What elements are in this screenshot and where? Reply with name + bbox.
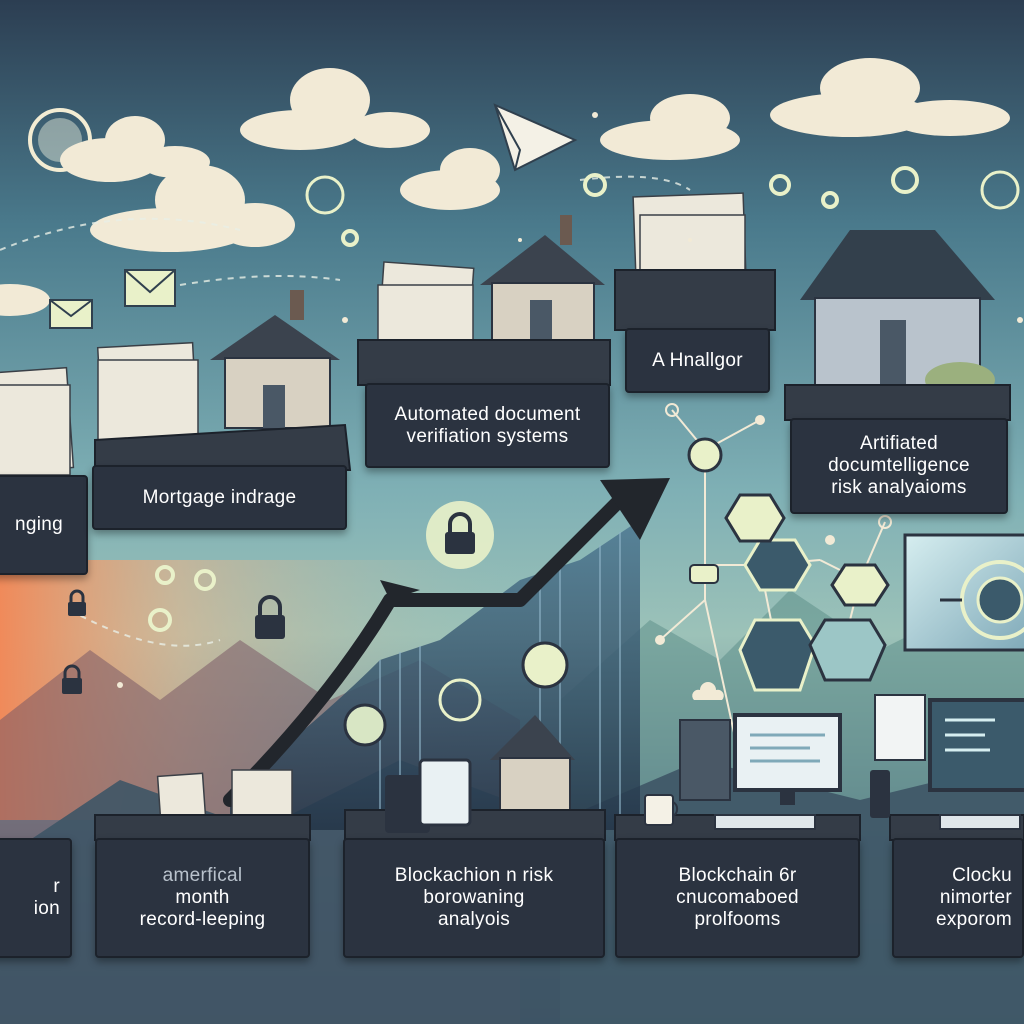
label-text: Mortgage indrage: [142, 486, 297, 508]
label-halgor: A Hnallgor: [625, 328, 770, 393]
cloud-icon: [240, 68, 430, 150]
envelope-icon: [124, 269, 176, 307]
label-text: ion: [33, 898, 60, 919]
cloud-icon: [0, 284, 50, 316]
network-node-icon: [830, 563, 890, 607]
tablet-icon: [385, 758, 472, 833]
network-node-icon: [738, 618, 817, 692]
house-icon: [210, 290, 340, 429]
label-text: Blockachion n risk: [394, 865, 554, 887]
padlock-icon: [62, 664, 82, 694]
label-text: amerfical: [162, 865, 243, 887]
document-stack-icon: [96, 341, 199, 446]
padlock-icon: [255, 595, 285, 639]
label-left-top: nging: [0, 475, 88, 575]
gear-icon: [583, 173, 607, 197]
label-text: cnucomaboed: [676, 887, 799, 909]
label-blockchain-risk: Blockachion n risk borowaning analyois: [343, 838, 605, 958]
label-text: nging: [15, 514, 63, 536]
label-text: prolfooms: [694, 908, 781, 930]
label-automated: Automated document verifiation systems: [365, 383, 610, 468]
cloud-icon: [60, 116, 210, 182]
gear-icon: [821, 191, 839, 209]
coffee-cup-icon: [644, 794, 679, 826]
gear-icon: [305, 175, 345, 215]
computer-monitor-icon: [870, 694, 1024, 830]
label-text: r: [53, 876, 60, 898]
label-clock: Clocku nimorter exporom: [892, 838, 1024, 958]
clouds: [0, 58, 1010, 316]
network-node-icon: [743, 538, 812, 592]
label-mortgage: Mortgage indrage: [92, 465, 347, 530]
gear-icon: [769, 174, 791, 196]
label-text: risk analyaioms: [831, 476, 967, 498]
envelope-icon: [49, 299, 93, 329]
network-node-icon: [687, 437, 723, 473]
label-text: documtelligence: [828, 455, 970, 477]
label-text: analyois: [437, 908, 511, 930]
network-node-icon: [825, 535, 835, 545]
network-node-icon: [878, 515, 892, 529]
label-record: amerfical month record-leeping: [95, 838, 310, 958]
network-node-icon: [724, 493, 786, 543]
label-text: verifiation systems: [406, 425, 569, 447]
label-text: Automated document: [394, 403, 581, 425]
gear-icon: [341, 229, 359, 247]
label-text: borowaning: [423, 887, 525, 909]
gear-icon: [980, 170, 1020, 210]
house-icon: [480, 215, 605, 354]
network-node-icon: [755, 415, 765, 425]
cloud-icon: [692, 682, 724, 700]
sparkles: [117, 112, 1023, 688]
label-text: nimorter: [939, 887, 1012, 909]
label-text: Blockchain 6r: [678, 865, 797, 887]
network-node-icon: [665, 403, 679, 417]
computer-monitor-icon: [679, 713, 842, 830]
padlock-icon: [426, 501, 494, 569]
network-node-icon: [655, 635, 665, 645]
paper-plane-icon: [493, 103, 578, 172]
network-node-icon: [689, 564, 719, 584]
cloud-icon: [400, 148, 500, 210]
label-artifiated: Artifiated documtelligence risk analyaio…: [790, 418, 1008, 514]
label-text: exporom: [935, 908, 1012, 930]
cloud-icon: [770, 58, 1010, 137]
label-text: Artifiated: [860, 433, 938, 455]
padlock-icon: [68, 589, 86, 616]
network-nodes: [343, 403, 892, 767]
label-text: Clocku: [952, 865, 1012, 887]
label-text: A Hnallgor: [652, 349, 743, 371]
gear-icon: [194, 569, 216, 591]
label-left-bottom: r ion: [0, 838, 72, 958]
gear-icon: [891, 166, 919, 194]
flow-lines: [0, 175, 691, 647]
analytics-screen: [903, 533, 1024, 652]
network-node-icon: [808, 618, 887, 682]
cloud-icon: [600, 94, 740, 160]
label-text: month: [175, 887, 230, 909]
gears: [148, 166, 1020, 632]
document-stack-icon: [0, 366, 75, 476]
label-text: record-leeping: [139, 908, 266, 930]
pedestals: [94, 269, 1024, 841]
house-icon: [800, 230, 995, 398]
gear-icon: [148, 608, 172, 632]
network-node-icon: [438, 678, 482, 722]
network-node-icon: [521, 641, 569, 689]
label-blockchain-platforms: Blockchain 6r cnucomaboed prolfooms: [615, 838, 860, 958]
house-icon: [343, 703, 387, 747]
gear-icon: [155, 565, 175, 585]
